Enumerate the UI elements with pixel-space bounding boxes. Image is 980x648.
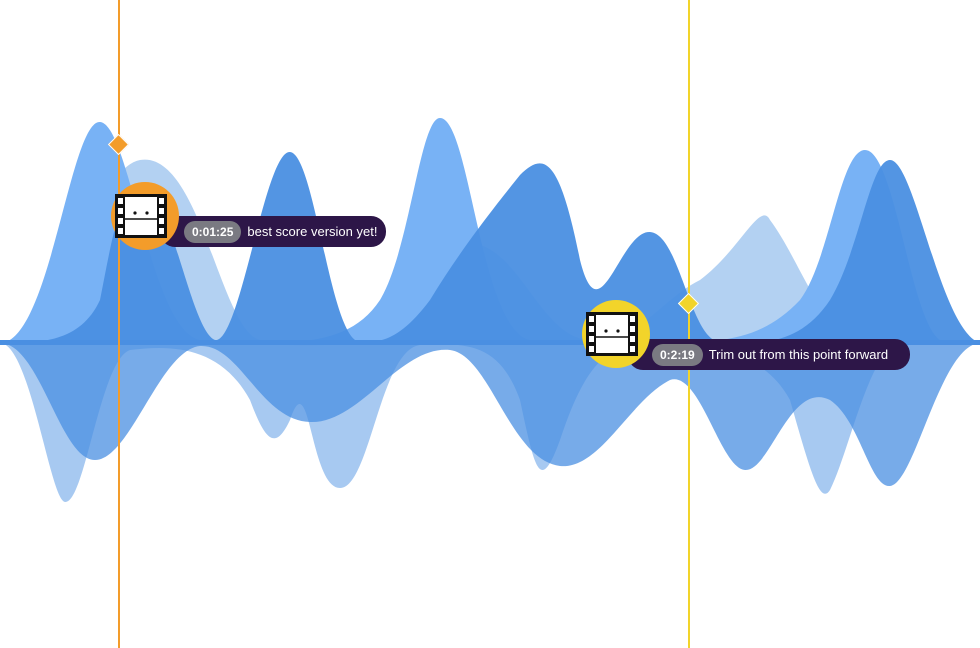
waveform-layer-mid-bottom — [0, 343, 980, 487]
film-reel-icon — [586, 312, 638, 356]
playhead-line-marker-2[interactable] — [688, 0, 690, 648]
marker-2-avatar[interactable] — [582, 300, 650, 368]
marker-1-avatar[interactable] — [111, 182, 179, 250]
marker-1-comment[interactable]: 0:01:25 best score version yet! — [160, 216, 386, 247]
waveform-baseline — [0, 340, 980, 345]
film-reel-icon — [115, 194, 167, 238]
marker-2-timestamp[interactable]: 0:2:19 — [652, 343, 703, 366]
waveform-layer-mid-top — [0, 151, 980, 344]
playhead-line-marker-1[interactable] — [118, 0, 120, 648]
marker-2-note: Trim out from this point forward — [708, 347, 889, 362]
waveform-layer-pale-bottom — [0, 343, 980, 503]
marker-1-note: best score version yet! — [247, 224, 378, 239]
marker-1-timestamp[interactable]: 0:01:25 — [184, 220, 242, 243]
marker-2-comment[interactable]: 0:2:19 Trim out from this point forward — [628, 339, 910, 370]
